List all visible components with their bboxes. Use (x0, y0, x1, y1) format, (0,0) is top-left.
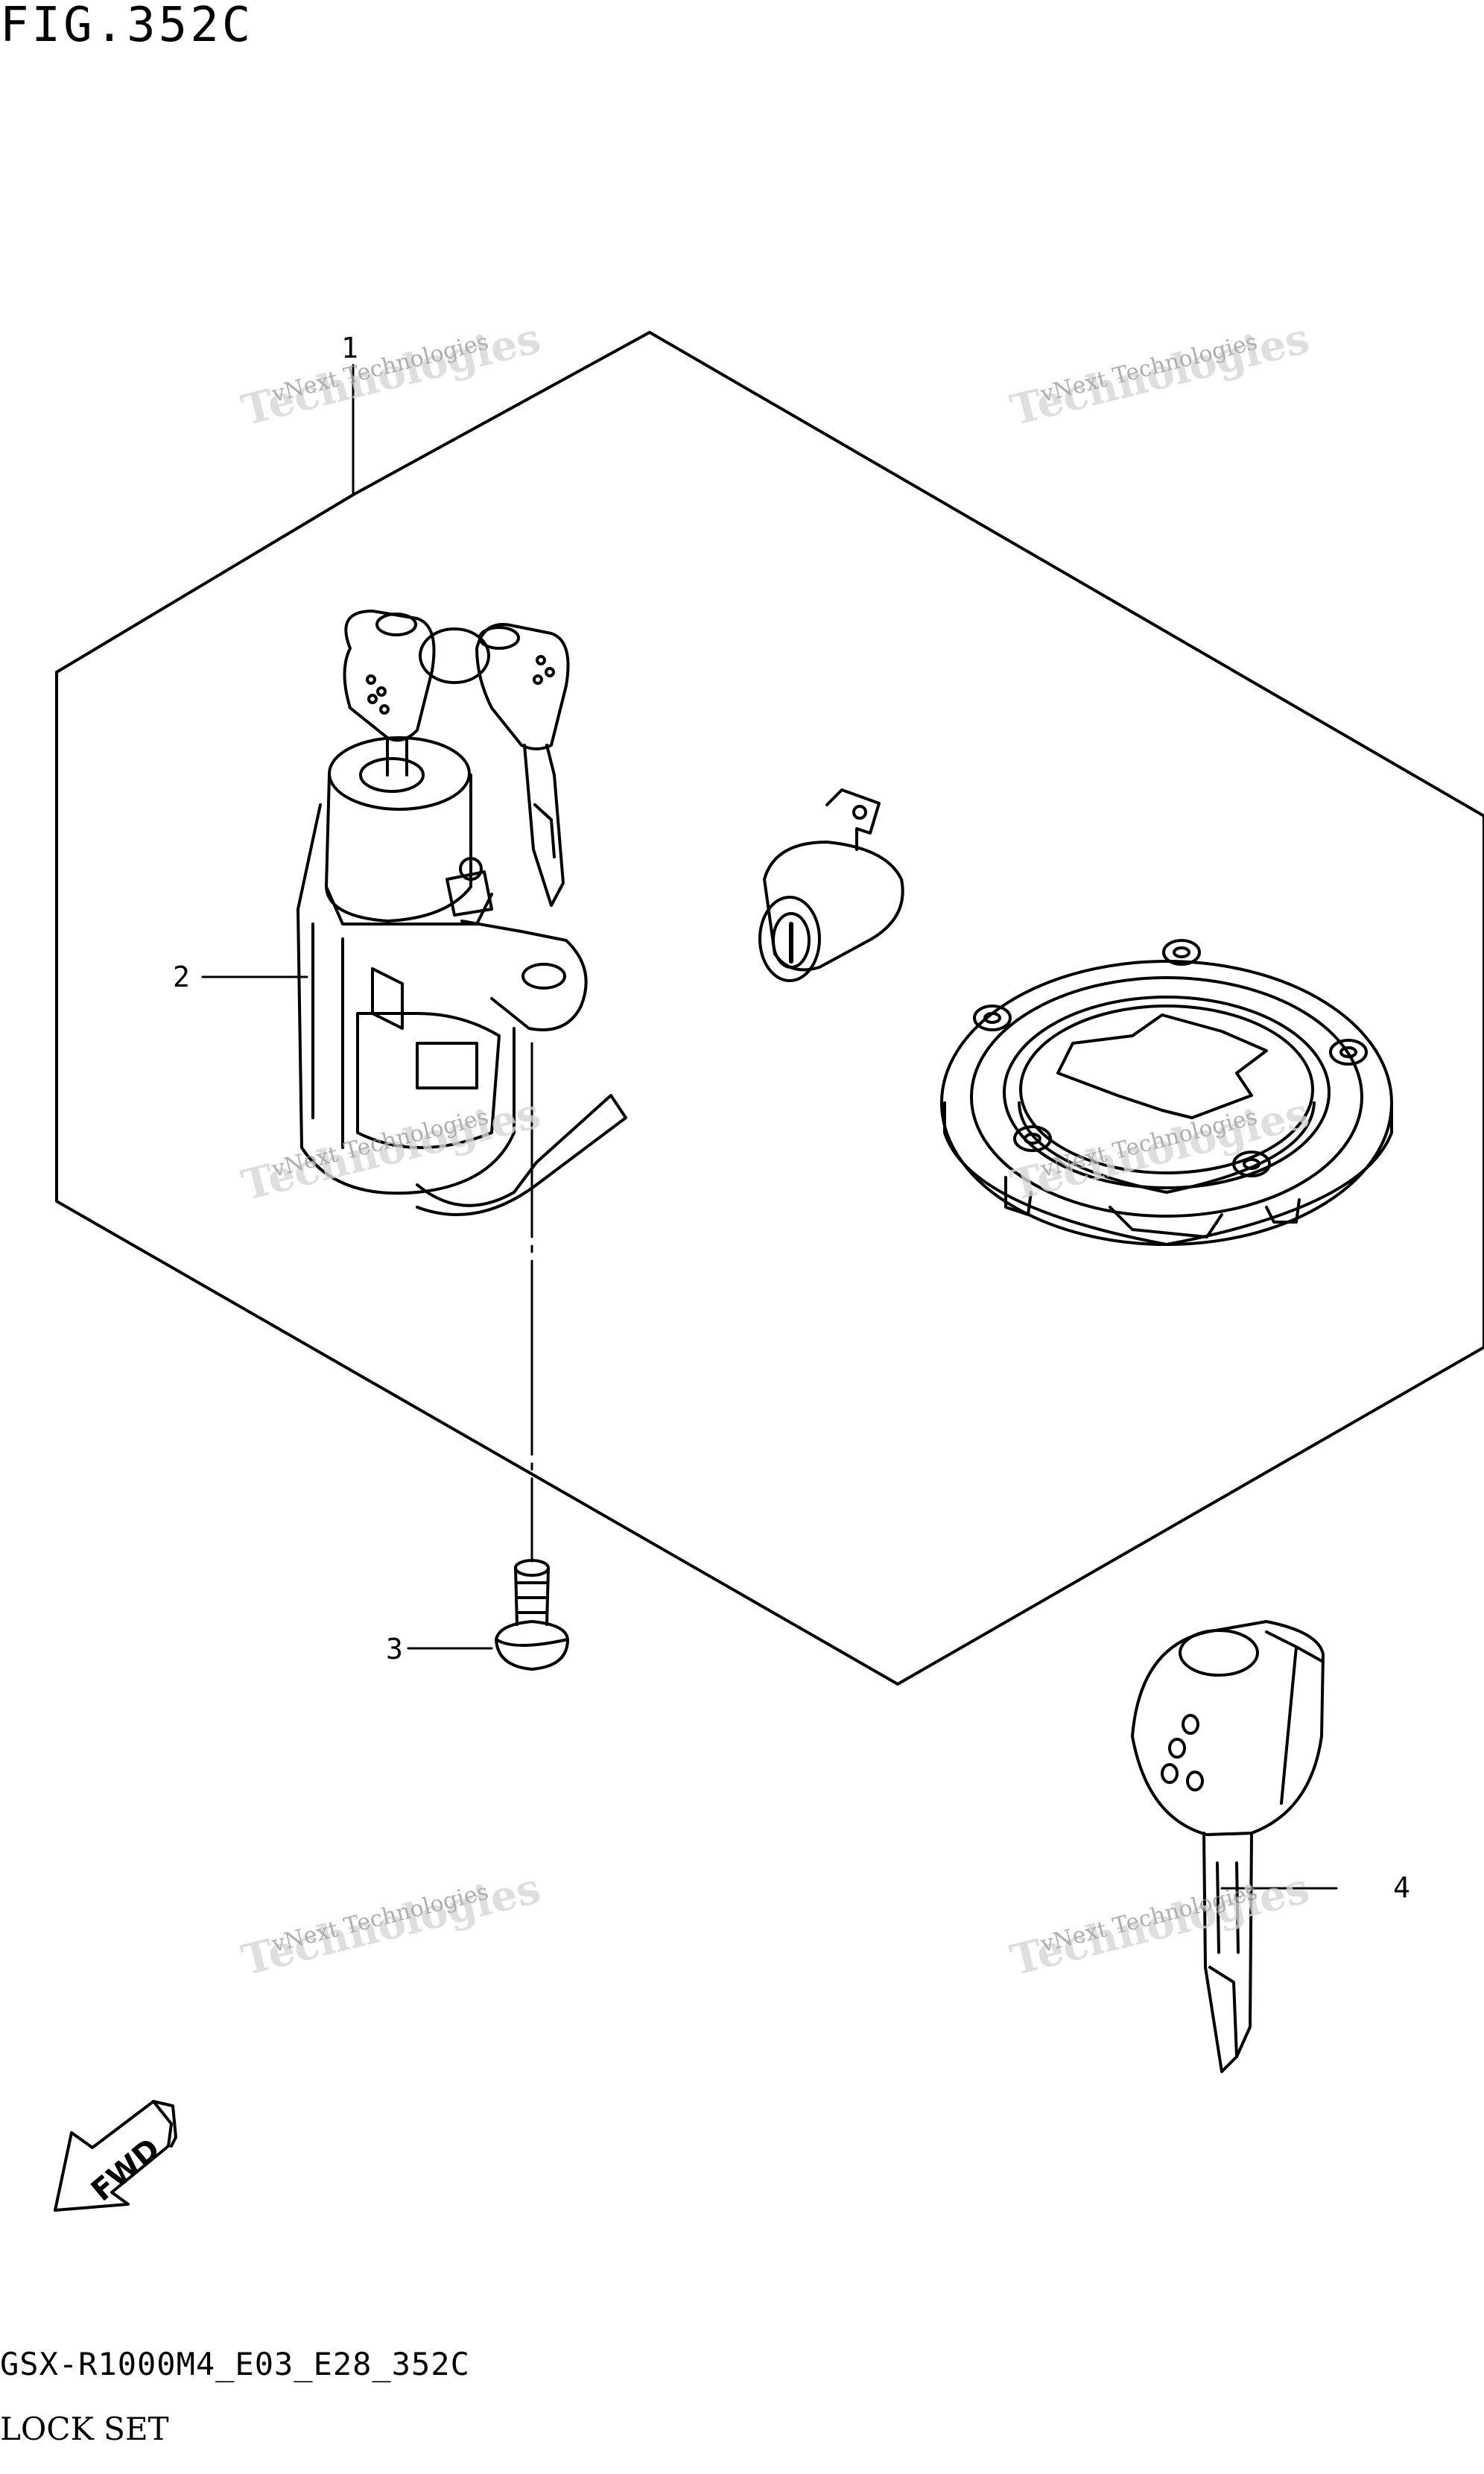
fwd-arrow-shape (54, 2100, 177, 2212)
fuel-cap (940, 939, 1393, 1246)
callout-2: 2 (173, 961, 190, 993)
seat-lock-cylinder (758, 788, 904, 982)
ignition-switch (297, 736, 627, 1216)
ignition-key-left (343, 610, 436, 776)
lock-set-boundary (55, 331, 1484, 1686)
callout-4: 4 (1393, 1871, 1410, 1904)
figure-code: GSX-R1000M4_E03_E28_352C (0, 2346, 470, 2382)
callout-3: 3 (386, 1633, 403, 1665)
figure-caption: LOCK SET (0, 2411, 169, 2447)
figure-title: FIG.352C (0, 0, 254, 53)
screw (495, 1559, 569, 1671)
ignition-key-right (419, 623, 570, 907)
callout-1: 1 (341, 332, 358, 364)
key-blank (1131, 1620, 1325, 2073)
